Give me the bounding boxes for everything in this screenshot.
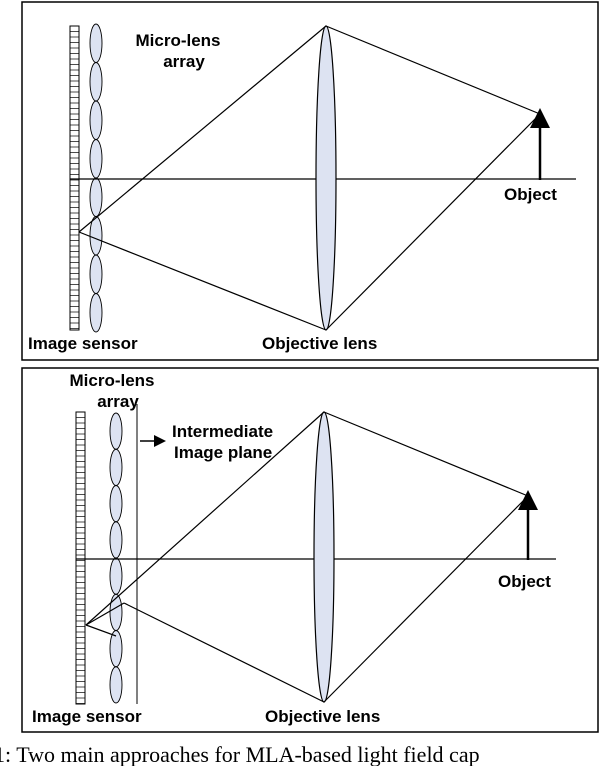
- micro-lens: [89, 254, 103, 294]
- micro-lens: [89, 23, 103, 63]
- micro-lens: [109, 521, 123, 559]
- micro-lens: [109, 448, 123, 486]
- label-intermediate: Intermediate: [172, 422, 273, 441]
- micro-lens: [109, 412, 123, 450]
- micro-lens-array-top: [89, 23, 103, 333]
- panel-bottom-frame: [21, 367, 599, 733]
- micro-lens: [89, 100, 103, 140]
- label-objective-lens-bottom: Objective lens: [265, 707, 380, 726]
- panel-top-frame: [21, 1, 599, 361]
- sensor-pixels-bottom: [76, 417, 85, 704]
- label-micro-lens-bottom: Micro-lens: [69, 371, 154, 390]
- micro-lens-array-bottom: [109, 412, 123, 704]
- label-object-bottom: Object: [498, 572, 551, 591]
- image-sensor-bottom: [75, 411, 86, 705]
- micro-lens: [89, 293, 103, 333]
- micro-lens: [109, 593, 123, 631]
- figure-caption: 1: Two main approaches for MLA-based lig…: [0, 742, 480, 766]
- label-image-plane: Image plane: [174, 443, 272, 462]
- label-image-sensor-bottom: Image sensor: [32, 707, 142, 726]
- label-objective-lens-top: Objective lens: [262, 334, 377, 353]
- panel-top: Micro-lens array Object Image sensor Obj…: [21, 1, 599, 361]
- rays-bottom: [85, 411, 529, 703]
- label-array-bottom: array: [97, 392, 139, 411]
- label-micro-lens-top: Micro-lens: [135, 31, 220, 50]
- micro-lens: [89, 216, 103, 256]
- rays-top: [78, 25, 541, 331]
- label-image-sensor-top: Image sensor: [28, 334, 138, 353]
- micro-lens: [109, 666, 123, 704]
- micro-lens: [89, 177, 103, 217]
- micro-lens: [89, 62, 103, 102]
- sensor-pixels-top: [70, 31, 79, 329]
- micro-lens: [109, 557, 123, 595]
- panel-bottom: Micro-lens array Intermediate Image plan…: [21, 367, 599, 733]
- objective-lens-top: [315, 25, 337, 331]
- label-object-top: Object: [504, 185, 557, 204]
- micro-lens: [109, 485, 123, 523]
- label-array-top: array: [163, 52, 205, 71]
- micro-lens: [89, 139, 103, 179]
- image-sensor-top: [69, 25, 80, 331]
- objective-lens-bottom: [313, 411, 335, 703]
